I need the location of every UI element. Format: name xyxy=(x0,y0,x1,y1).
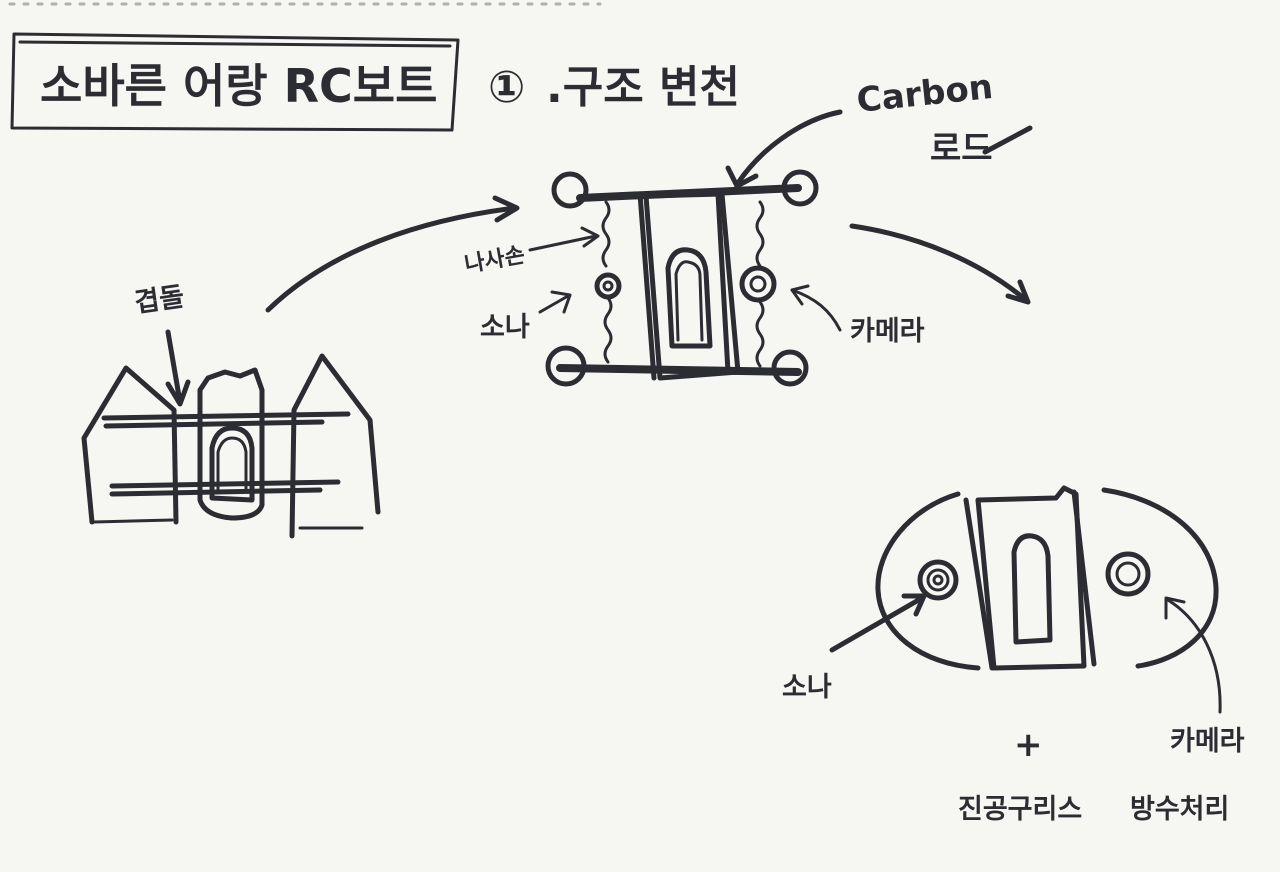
carbon-arrow xyxy=(725,109,843,189)
page-title: 소바른 어랑 RC보트 xyxy=(40,59,437,113)
nasa-label: 나사손 xyxy=(463,243,527,278)
gyeopdol-label: 겹돌 xyxy=(133,281,187,319)
section-heading: ① .구조 변천 xyxy=(488,62,740,113)
vacuum-grease-label: 진공구리스 xyxy=(958,794,1082,825)
transition-arrow-2 xyxy=(849,223,1031,305)
middle-annotations: 나사손 소나 카메라 xyxy=(463,226,925,347)
carbon-label-line2: 로드 xyxy=(930,129,993,169)
old-structure-drawing xyxy=(81,353,381,539)
plus-sign: + xyxy=(1014,725,1043,765)
sonar-bottom-label: 소나 xyxy=(782,672,832,703)
waterproofing-label: 방수처리 xyxy=(1130,794,1229,825)
camera-bottom-label: 카메라 xyxy=(1170,726,1245,757)
section-number: ① xyxy=(488,62,525,113)
carbon-label-line1: Carbon xyxy=(855,67,995,121)
section-label: .구조 변천 xyxy=(546,62,740,113)
sonar-top-label: 소나 xyxy=(480,312,530,343)
carbon-rod-label: Carbon 로드 xyxy=(855,67,1033,169)
camera-top-label: 카메라 xyxy=(850,316,925,347)
final-annotations: 소나 카메라 + 진공구리스 방수처리 xyxy=(782,593,1245,825)
title-box: 소바른 어랑 RC보트 xyxy=(10,32,460,132)
transition-arrow-1 xyxy=(265,195,520,313)
middle-structure-drawing xyxy=(545,169,819,387)
final-structure-drawing xyxy=(875,485,1219,671)
gyeopdol-annotation: 겹돌 xyxy=(133,281,191,407)
